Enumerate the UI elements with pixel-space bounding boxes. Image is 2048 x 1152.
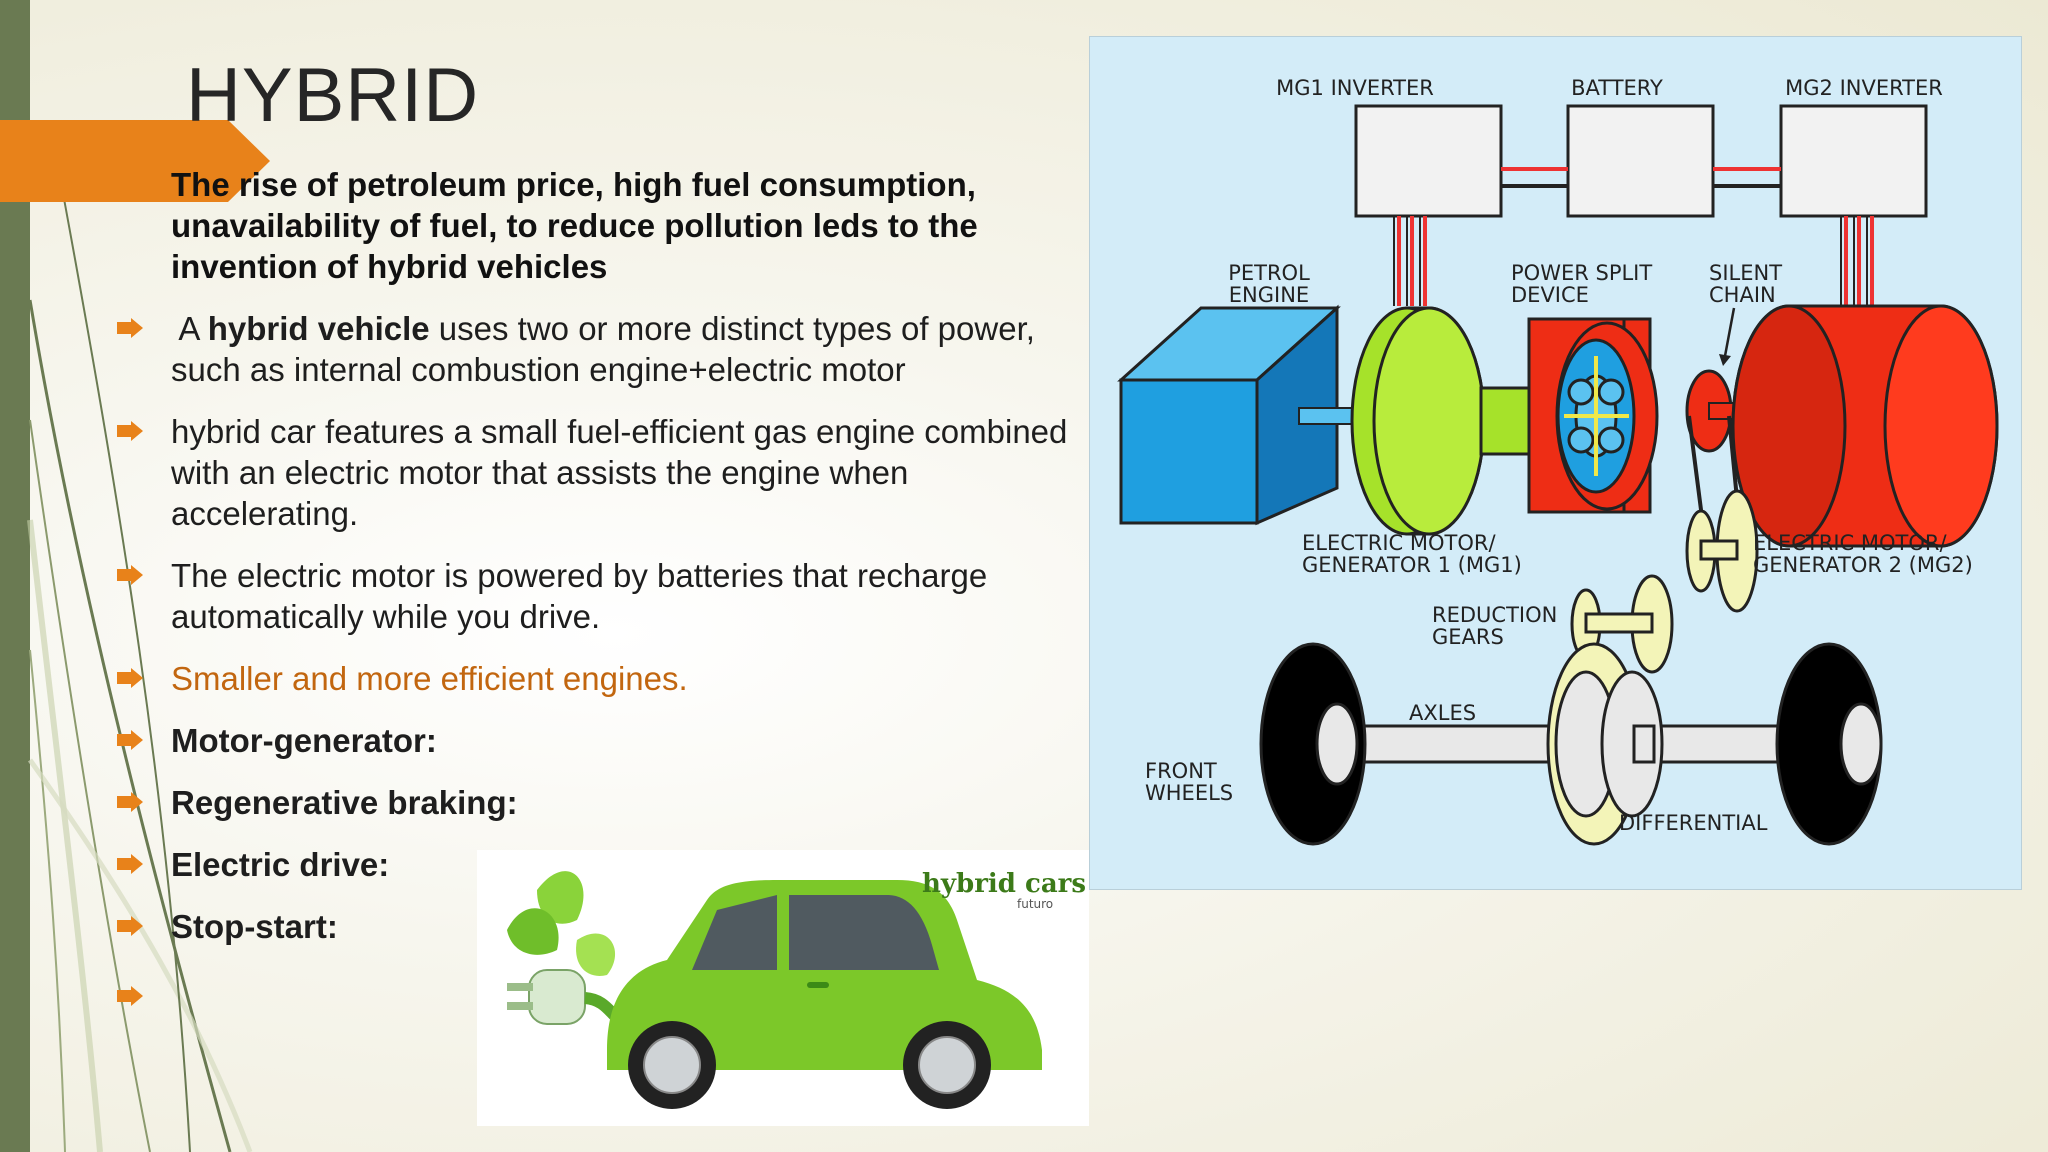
label-power-split-2: DEVICE (1511, 283, 1589, 307)
hybrid-car-image: hybrid cars futuro (477, 850, 1089, 1126)
label-reduction-gears-1: REDUCTION (1432, 603, 1557, 627)
label-mg2-inverter: MG2 INVERTER (1785, 76, 1943, 100)
bullet-text: Motor-generator: (171, 722, 437, 759)
label-mg1-inverter: MG1 INVERTER (1276, 76, 1434, 100)
hybrid-cars-logo: hybrid cars (922, 869, 1086, 899)
bullet-item-smaller-engines: Smaller and more efficient engines. (113, 658, 1073, 699)
orange-arrow-bullet-icon (117, 421, 143, 441)
mg2-inverter-box (1779, 104, 1928, 218)
bullet-item-electric-drive: Electric drive: (113, 844, 1073, 885)
label-mg1-2: GENERATOR 1 (MG1) (1302, 553, 1522, 577)
bullet-text: Electric drive: (171, 846, 390, 883)
orange-arrow-bullet-icon (117, 986, 143, 1006)
label-differential: DIFFERENTIAL (1619, 811, 1768, 835)
bullet-item-electric-motor: The electric motor is powered by batteri… (113, 555, 1073, 637)
battery-box (1566, 104, 1715, 218)
label-mg2-1: ELECTRIC MOTOR/ (1753, 531, 1947, 555)
orange-arrow-bullet-icon (117, 730, 143, 750)
bullet-text: Smaller and more efficient engines. (171, 660, 688, 697)
label-silent-chain-1: SILENT (1709, 261, 1782, 285)
bullet-item-stop-start: Stop-start: (113, 906, 1073, 947)
label-front-wheels-2: WHEELS (1145, 781, 1233, 805)
mg2-red-motor (1731, 304, 1999, 548)
slide-title: HYBRID (186, 53, 480, 138)
bullet-item-motor-generator: Motor-generator: (113, 720, 1073, 761)
bullet-item-features: hybrid car features a small fuel-efficie… (113, 411, 1073, 534)
bullet-prefix: A (171, 310, 208, 347)
intro-text: The rise of petroleum price, high fuel c… (171, 166, 978, 285)
label-petrol-engine-1: PETROL (1228, 261, 1310, 285)
orange-arrow-bullet-icon (117, 854, 143, 874)
bullet-list: A hybrid vehicle uses two or more distin… (113, 308, 1073, 968)
bullet-text: Stop-start: (171, 908, 338, 945)
label-mg2-2: GENERATOR 2 (MG2) (1753, 553, 1973, 577)
decorative-curves (27, 149, 253, 1152)
label-silent-chain-2: CHAIN (1709, 283, 1776, 307)
power-split-device (1527, 317, 1659, 514)
leaf-icon (507, 871, 616, 976)
hybrid-cars-logo-sub: futuro (1017, 897, 1053, 911)
bullet-rest: uses two or more distinct types of power… (171, 310, 1035, 388)
label-power-split-1: POWER SPLIT (1511, 261, 1652, 285)
label-front-wheels-1: FRONT (1145, 759, 1217, 783)
orange-arrow-bullet-icon (117, 565, 143, 585)
petrol-engine-cube (1117, 304, 1341, 526)
orange-arrow-bullet-icon (117, 792, 143, 812)
car-wheels (628, 1021, 991, 1109)
bullet-text: Regenerative braking: (171, 784, 518, 821)
label-reduction-gears-2: GEARS (1432, 625, 1504, 649)
orange-arrow-bullet-icon (117, 668, 143, 688)
bullet-text: hybrid car features a small fuel-efficie… (171, 413, 1068, 532)
bullet-text: The electric motor is powered by batteri… (171, 557, 988, 635)
label-petrol-engine-2: ENGINE (1229, 283, 1309, 307)
orange-arrow-bullet-icon (117, 916, 143, 936)
orange-arrow-bullet-icon (117, 318, 143, 338)
mg1-inverter-box (1354, 104, 1503, 218)
mg1-green-motor (1350, 306, 1486, 536)
bullet-item-regenerative-braking: Regenerative braking: (113, 782, 1073, 823)
front-left-wheel (1259, 642, 1367, 846)
hybrid-drivetrain-diagram: MG1 INVERTER BATTERY MG2 INVERTER PETROL… (1089, 36, 2022, 890)
green-car-body (607, 880, 1042, 1070)
label-battery: BATTERY (1571, 76, 1663, 100)
label-axles: AXLES (1409, 701, 1476, 725)
orange-tab-accent (0, 120, 270, 202)
bullet-item-hybrid-vehicle: A hybrid vehicle uses two or more distin… (113, 308, 1073, 390)
label-mg1-1: ELECTRIC MOTOR/ (1302, 531, 1496, 555)
bullet-strong-term: hybrid vehicle (207, 310, 430, 347)
